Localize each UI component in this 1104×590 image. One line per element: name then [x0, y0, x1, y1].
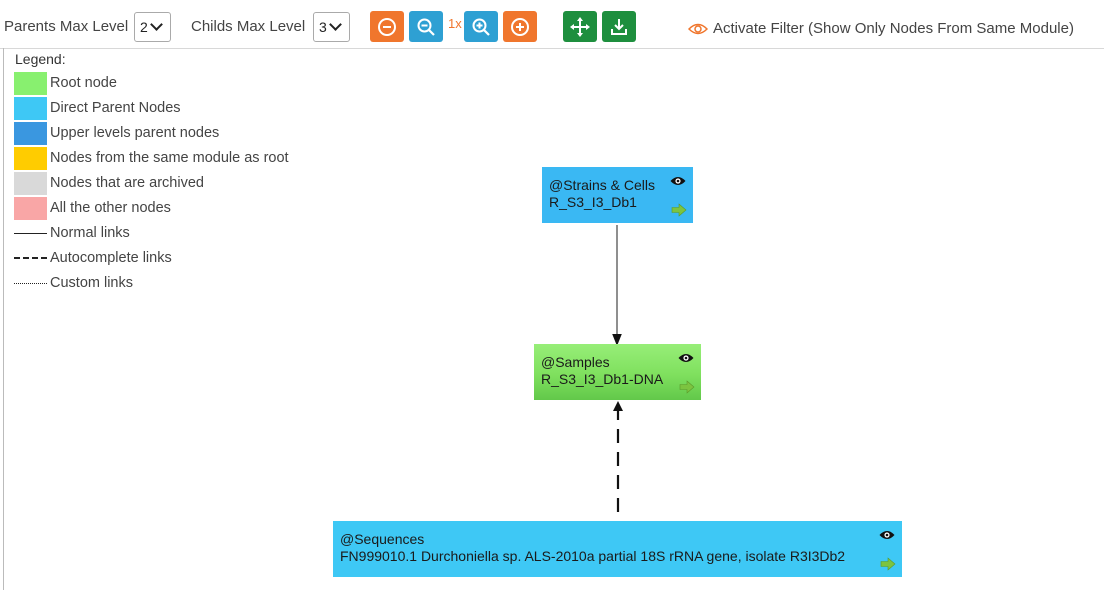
graph-toolbar: Parents Max Level 2 Childs Max Level 3 1… — [0, 0, 1104, 48]
legend-item-label: Normal links — [50, 225, 130, 241]
node-name: R_S3_I3_Db1 — [549, 194, 637, 210]
plus-circle-icon — [511, 17, 529, 36]
fit-view-button[interactable] — [563, 11, 597, 42]
legend-item-label: All the other nodes — [50, 200, 171, 216]
legend-swatch — [14, 196, 47, 220]
eye-icon — [688, 23, 708, 34]
zoom-in-full-button[interactable] — [503, 11, 537, 42]
graph-node[interactable]: @Sequences FN999010.1 Durchoniella sp. A… — [333, 521, 902, 577]
legend-item-label: Nodes that are archived — [50, 175, 204, 191]
legend-item-root-node: Root node — [14, 71, 117, 95]
node-name: R_S3_I3_Db1-DNA — [541, 371, 664, 387]
graph-node[interactable]: @Strains & Cells R_S3_I3_Db1 — [542, 167, 693, 223]
node-module: @Sequences — [340, 531, 425, 547]
activate-filter-label: Activate Filter (Show Only Nodes From Sa… — [713, 20, 1074, 37]
legend-item-label: Upper levels parent nodes — [50, 125, 220, 141]
zoom-out-icon — [417, 18, 435, 36]
parents-max-level-select[interactable]: 2 — [134, 12, 171, 42]
graph-node-root[interactable]: @Samples R_S3_I3_Db1-DNA — [534, 344, 701, 400]
node-module: @Strains & Cells — [549, 177, 656, 193]
solid-line-sample — [14, 232, 47, 234]
zoom-out-full-button[interactable] — [370, 11, 404, 42]
download-button[interactable] — [602, 11, 636, 42]
eye-icon[interactable] — [670, 175, 686, 187]
download-icon — [611, 18, 627, 35]
legend-item-label: Root node — [50, 75, 117, 91]
legend-item-upper-parent: Upper levels parent nodes — [14, 121, 219, 145]
dotted-line-sample — [14, 282, 47, 284]
legend-swatch — [14, 71, 47, 95]
legend-swatch — [14, 146, 47, 170]
chevron-down-icon — [149, 18, 163, 31]
zoom-level-text: 1x — [448, 16, 462, 31]
childs-max-level-value: 3 — [319, 19, 327, 35]
legend-item-normal-links: Normal links — [14, 221, 130, 245]
arrow-right-icon[interactable] — [679, 380, 695, 394]
chevron-down-icon — [328, 18, 342, 31]
move-icon — [570, 16, 590, 37]
arrow-right-icon[interactable] — [671, 203, 687, 217]
legend-item-archived: Nodes that are archived — [14, 171, 204, 195]
parents-max-level-value: 2 — [140, 19, 148, 35]
activate-filter-toggle[interactable]: Activate Filter (Show Only Nodes From Sa… — [688, 20, 1074, 37]
zoom-out-button[interactable] — [409, 11, 443, 42]
legend-item-direct-parent: Direct Parent Nodes — [14, 96, 181, 120]
arrow-right-icon[interactable] — [880, 557, 896, 571]
parents-max-level-label: Parents Max Level — [4, 18, 129, 35]
legend-item-other: All the other nodes — [14, 196, 171, 220]
eye-icon[interactable] — [879, 529, 895, 541]
childs-max-level-select[interactable]: 3 — [313, 12, 350, 42]
eye-icon[interactable] — [678, 352, 694, 364]
legend-item-autocomplete-links: Autocomplete links — [14, 246, 172, 270]
toolbar-divider — [0, 48, 1104, 49]
legend-swatch — [14, 96, 47, 120]
legend-item-label: Nodes from the same module as root — [50, 150, 289, 166]
legend-item-same-module: Nodes from the same module as root — [14, 146, 289, 170]
link-autocomplete-arrow — [613, 401, 623, 411]
canvas-left-border — [3, 48, 4, 590]
zoom-in-icon — [472, 18, 490, 36]
node-module: @Samples — [541, 354, 610, 370]
node-name: FN999010.1 Durchoniella sp. ALS-2010a pa… — [340, 548, 846, 564]
legend-title: Legend: — [15, 51, 66, 67]
legend-swatch — [14, 171, 47, 195]
legend-item-custom-links: Custom links — [14, 271, 133, 295]
dashed-line-sample — [14, 257, 47, 259]
legend-item-label: Custom links — [50, 275, 133, 291]
childs-max-level-label: Childs Max Level — [191, 18, 306, 35]
zoom-in-button[interactable] — [464, 11, 498, 42]
legend-item-label: Direct Parent Nodes — [50, 100, 181, 116]
legend-swatch — [14, 121, 47, 145]
minus-circle-icon — [378, 17, 396, 36]
legend-item-label: Autocomplete links — [50, 250, 172, 266]
